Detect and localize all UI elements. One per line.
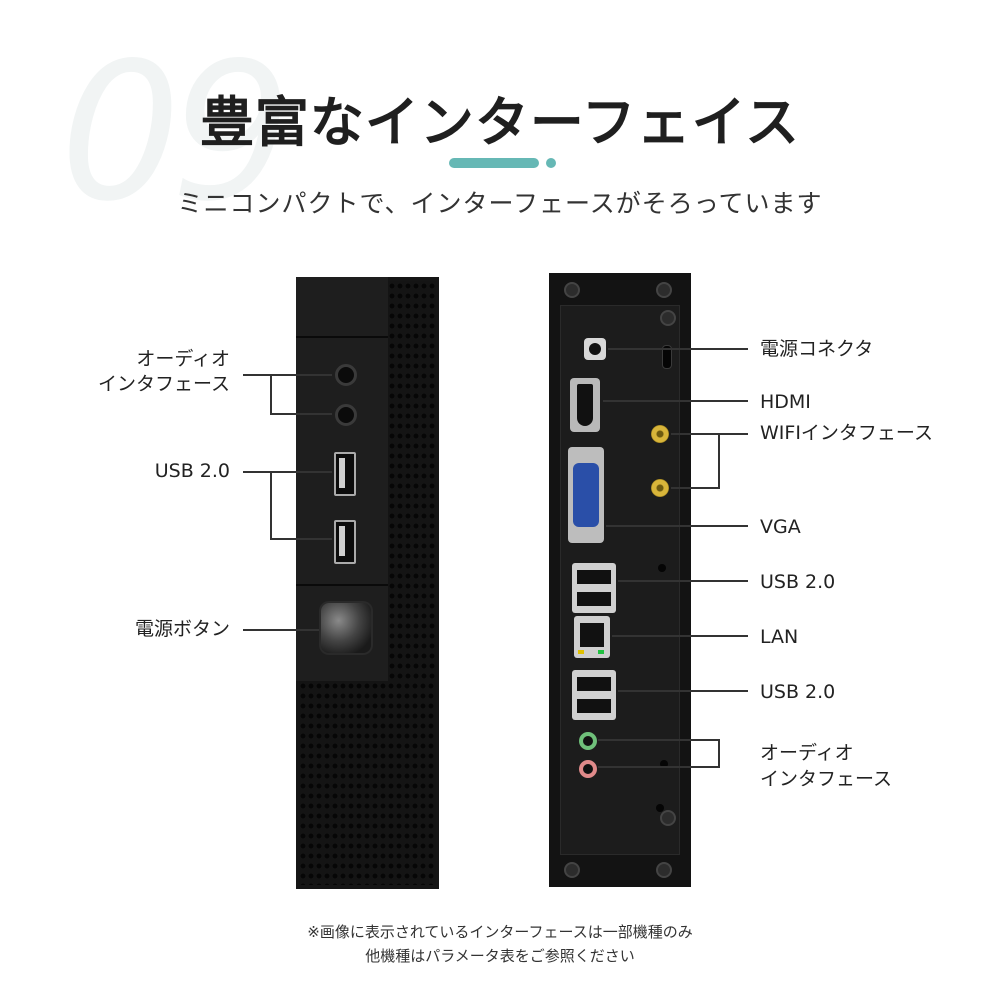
screw [656,862,672,878]
front-panel-seam [296,584,388,586]
callout-line [598,766,720,768]
callout-line [270,538,332,540]
footnote-line2: 他機種はパラメータ表をご参照ください [365,947,635,965]
page-subtitle: ミニコンパクトで、インターフェースがそろっています [177,189,823,218]
callout-line [603,400,748,402]
screw [660,810,676,826]
callout-line [270,413,332,415]
front-audio-jack [335,404,357,426]
panel-hole [660,760,668,768]
vga-label: VGA [760,516,801,538]
lan-led [598,650,604,654]
callout-line [612,635,748,637]
screw [660,310,676,326]
lan-label: LAN [760,626,799,648]
callout-line [618,690,748,692]
callout-line [606,525,748,527]
hdmi-port [570,378,600,432]
callout-line [718,433,720,488]
front-bottom-mesh [299,681,436,885]
callout-line [718,739,720,767]
callout-line [270,471,272,539]
front-usb-label: USB 2.0 [154,460,230,482]
back-usb-port-top [572,563,616,613]
background-section-number: 09 [60,22,292,243]
screw [564,282,580,298]
screw [656,282,672,298]
callout-line [719,433,748,435]
front-panel-seam [296,336,388,338]
screw [564,862,580,878]
lan-led [578,650,584,654]
front-audio-label-line1: オーディオ [136,348,230,370]
title-accent-bar [449,158,539,168]
callout-line [270,374,272,414]
wifi-antenna-connector [651,425,669,443]
power-button-image [321,603,371,653]
callout-line [598,739,719,741]
wifi-antenna-connector [651,479,669,497]
footnote-line1: ※画像に表示されているインターフェースは一部機種のみ [307,923,693,941]
back-audio-jack-green [579,732,597,750]
lock-slot [662,345,672,369]
usb-top-label: USB 2.0 [760,571,836,593]
callout-line [243,471,332,473]
panel-hole [656,804,664,812]
vga-port [568,447,604,543]
panel-hole [658,564,666,572]
callout-line [618,580,748,582]
hdmi-label: HDMI [760,391,811,413]
front-usb-port [334,520,356,564]
back-usb-port-bottom [572,670,616,720]
front-usb-port [334,452,356,496]
callout-line [608,348,748,350]
page-title: 豊富なインターフェイス [199,91,801,154]
callout-line [243,374,332,376]
callout-line [671,433,719,435]
callout-line [671,487,720,489]
power-button-label: 電源ボタン [134,618,230,640]
front-audio-jack [335,364,357,386]
callout-line [243,629,319,631]
back-audio-jack-pink [579,760,597,778]
power-connector-label: 電源コネクタ [760,338,874,360]
power-connector-port [584,338,606,360]
title-accent-dot [546,158,556,168]
back-audio-label-line2: インタフェース [760,768,893,790]
wifi-label: WIFIインタフェース [760,422,933,444]
usb-bottom-label: USB 2.0 [760,681,836,703]
front-audio-label-line2: インタフェース [97,373,230,395]
back-audio-label-line1: オーディオ [760,742,854,764]
